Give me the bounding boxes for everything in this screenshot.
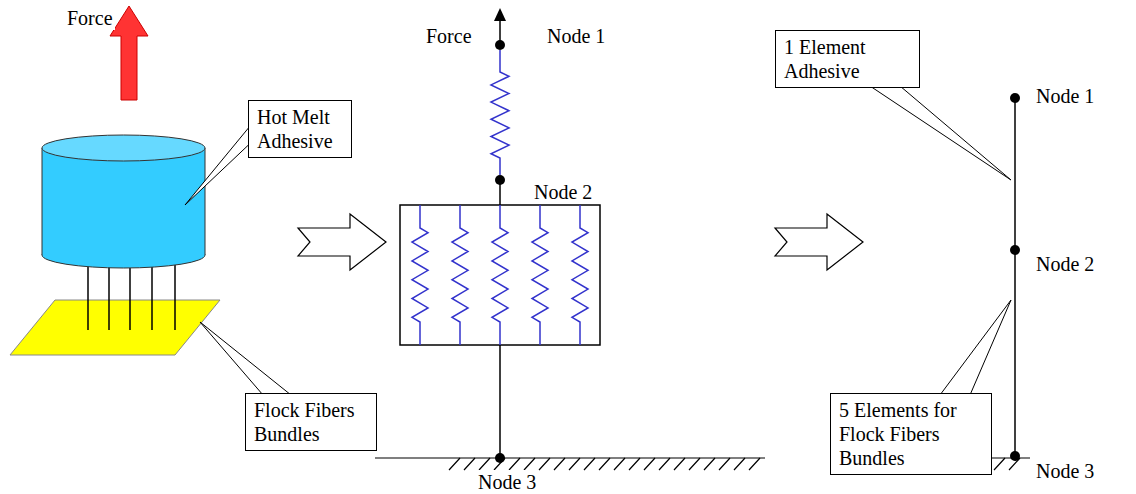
callout-pointer	[940, 300, 1011, 395]
ground-middle	[375, 458, 765, 470]
adhesive-cylinder	[42, 135, 205, 268]
diagram-label: Node 3	[476, 470, 538, 494]
process-arrow	[775, 214, 863, 270]
spring-model	[400, 8, 600, 463]
flock-fibers	[88, 265, 175, 330]
callout-text: Flock Fibers Bundles	[254, 398, 368, 446]
diagram-label: Node 1	[1034, 84, 1096, 108]
diagram-label: Node 1	[545, 24, 607, 48]
process-arrow	[298, 214, 386, 270]
diagram-label: Force	[65, 6, 115, 30]
diagram-label: Node 3	[1034, 459, 1096, 483]
callout-pointer	[870, 86, 1011, 180]
element-model	[1010, 93, 1020, 461]
callout-text: Hot Melt Adhesive	[257, 105, 343, 153]
callout-text: 5 Elements for Flock Fibers Bundles	[839, 398, 983, 470]
callout-box: 1 Element Adhesive	[775, 30, 920, 88]
diagram-label: Node 2	[532, 180, 594, 204]
substrate-plate	[10, 300, 220, 355]
force-arrow	[110, 6, 148, 100]
callout-box: 5 Elements for Flock Fibers Bundles	[830, 393, 992, 475]
callout-box: Flock Fibers Bundles	[245, 393, 377, 451]
diagram-label: Force	[424, 24, 474, 48]
callout-box: Hot Melt Adhesive	[248, 100, 352, 158]
callout-text: 1 Element Adhesive	[784, 35, 911, 83]
diagram-label: Node 2	[1034, 252, 1096, 276]
callout-pointer	[200, 322, 291, 395]
callout-pointer	[185, 126, 250, 205]
